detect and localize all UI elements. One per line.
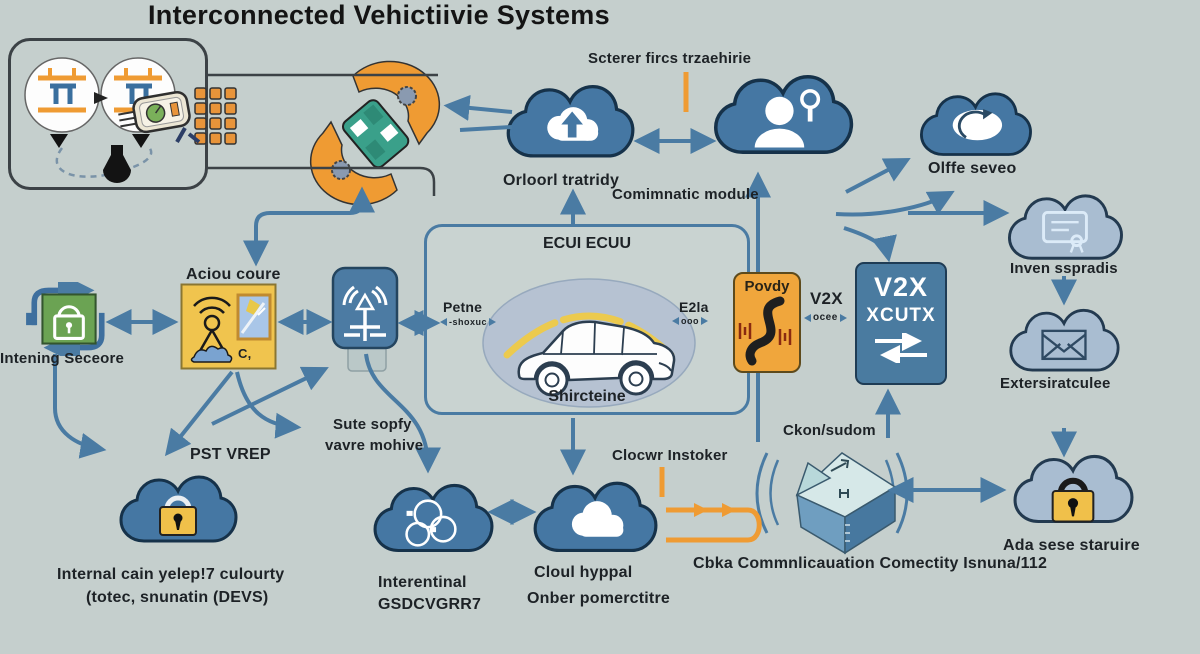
double-arrow-icon xyxy=(875,333,927,363)
ecu-right-sublink: ooo xyxy=(672,316,708,326)
access-box xyxy=(180,283,277,370)
internal-caption-line2: (totec, snunatin (DEVS) xyxy=(86,589,269,606)
v2x-module: V2X XCUTX xyxy=(855,262,947,385)
v2x-link-label: V2X xyxy=(810,289,843,308)
upload-cloud xyxy=(505,82,635,167)
sute-line2: vavre mohive xyxy=(325,437,424,454)
arrow-left-icon xyxy=(440,318,447,326)
vehicle-internals-panel xyxy=(8,38,208,190)
ecu-panel: ECUI ECUU Petne E2la Shircteine xyxy=(424,224,750,415)
mail-cloud xyxy=(1008,306,1120,380)
keypad-icon xyxy=(175,87,237,145)
open-box-graphic xyxy=(755,452,909,555)
cbka-label: Cbka Commnlicauation Comectity Isnuna/11… xyxy=(693,555,1048,572)
open-box-icon xyxy=(795,452,897,555)
interentinal-cloud xyxy=(372,478,494,564)
lock-icon xyxy=(159,495,197,536)
cert-cloud xyxy=(1006,192,1124,268)
refresh-cloud-label: Olffe seveo xyxy=(928,160,1017,177)
orange-flow xyxy=(659,72,762,543)
lock-cloud-label: Ada sese staruire xyxy=(1003,537,1140,554)
v2x-module-line2: XCUTX xyxy=(866,305,936,326)
secure-sync-graphic xyxy=(26,282,105,356)
v2x-module-line1: V2X xyxy=(873,272,929,302)
rotation-arrows-icon xyxy=(309,60,441,206)
ecu-left-sublink: -shoxuc xyxy=(440,317,497,327)
pst-cloud xyxy=(118,466,238,558)
povdy-label: Povdy xyxy=(744,278,790,295)
interentinal-line1: Interentinal xyxy=(378,574,467,591)
mail-cloud-label: Extersiratculee xyxy=(1000,375,1111,392)
top-flow-label: Scterer fircs trzaehirie xyxy=(588,50,752,67)
flask-icon xyxy=(103,145,131,183)
refresh-cloud xyxy=(918,90,1033,164)
lock-sync-icon xyxy=(26,282,105,356)
arrow-left-icon xyxy=(672,317,679,325)
s-road-icon xyxy=(738,296,791,366)
cloud-upload-icon xyxy=(547,107,599,141)
interentinal-line2: GSDCVGRR7 xyxy=(378,596,482,613)
vehicle-internals-graphic xyxy=(24,57,237,183)
arrow-right-icon xyxy=(839,313,847,322)
map-icon xyxy=(236,293,272,341)
secure-sync-label: Intening Seceore xyxy=(0,350,125,367)
internal-caption-line1: Internal cain yelep!7 culourty xyxy=(57,566,285,583)
cloul-cloud xyxy=(532,476,658,564)
user-cloud xyxy=(712,72,854,164)
panel-extension-lines xyxy=(207,73,438,196)
car-road-icon xyxy=(342,99,410,169)
cloul-line2: Onber pomerctitre xyxy=(527,590,670,607)
ecu-left-label: Petne xyxy=(443,299,483,315)
radio-tower xyxy=(331,266,399,372)
orange-arrowheads xyxy=(694,503,736,517)
box3d-label: Ckon/sudom xyxy=(783,422,876,439)
secure-data-cloud xyxy=(1012,450,1134,534)
pst-label: PST VREP xyxy=(190,446,271,463)
arrow-left-icon xyxy=(804,313,811,322)
page-title: Interconnected Vehictiivie Systems xyxy=(148,0,610,30)
ecu-right-label: E2la xyxy=(679,299,709,315)
cloud-icon xyxy=(571,501,624,537)
sound-waves-left xyxy=(755,452,780,534)
ecu-bottom-label: Shircteine xyxy=(548,388,626,405)
envelope-icon xyxy=(1041,329,1087,361)
key-fob-icon xyxy=(118,90,191,134)
user-keyhole-icon xyxy=(754,89,821,148)
cert-cloud-label: Inven sspradis xyxy=(1010,260,1118,277)
access-box-glyph: C, xyxy=(238,346,252,361)
padlock-icon xyxy=(1051,477,1095,523)
ecu-title: ECUI ECUU xyxy=(542,235,631,252)
refresh-oval-icon xyxy=(952,108,1003,141)
v2x-link-sub: ocee xyxy=(804,312,847,323)
certificate-icon xyxy=(1042,211,1088,253)
upload-cloud-label: Orloorl tratridy xyxy=(503,172,620,189)
clocwr-label: Clocwr Instoker xyxy=(612,447,728,464)
ecu-graphic xyxy=(482,278,696,408)
comm-module-label: Comimnatic module xyxy=(612,186,759,203)
cloul-line1: Cloul hyppal xyxy=(534,564,633,581)
povdy-gateway: Povdy xyxy=(733,272,801,373)
circular-arrows-icon xyxy=(405,499,457,547)
arrow-right-icon xyxy=(701,317,708,325)
radio-tower-icon xyxy=(342,285,388,341)
sute-line1: Sute sopfy xyxy=(333,416,412,433)
car-illustration xyxy=(517,320,676,397)
access-box-label: Aciou coure xyxy=(186,266,281,283)
arrow-right-icon xyxy=(489,318,497,326)
